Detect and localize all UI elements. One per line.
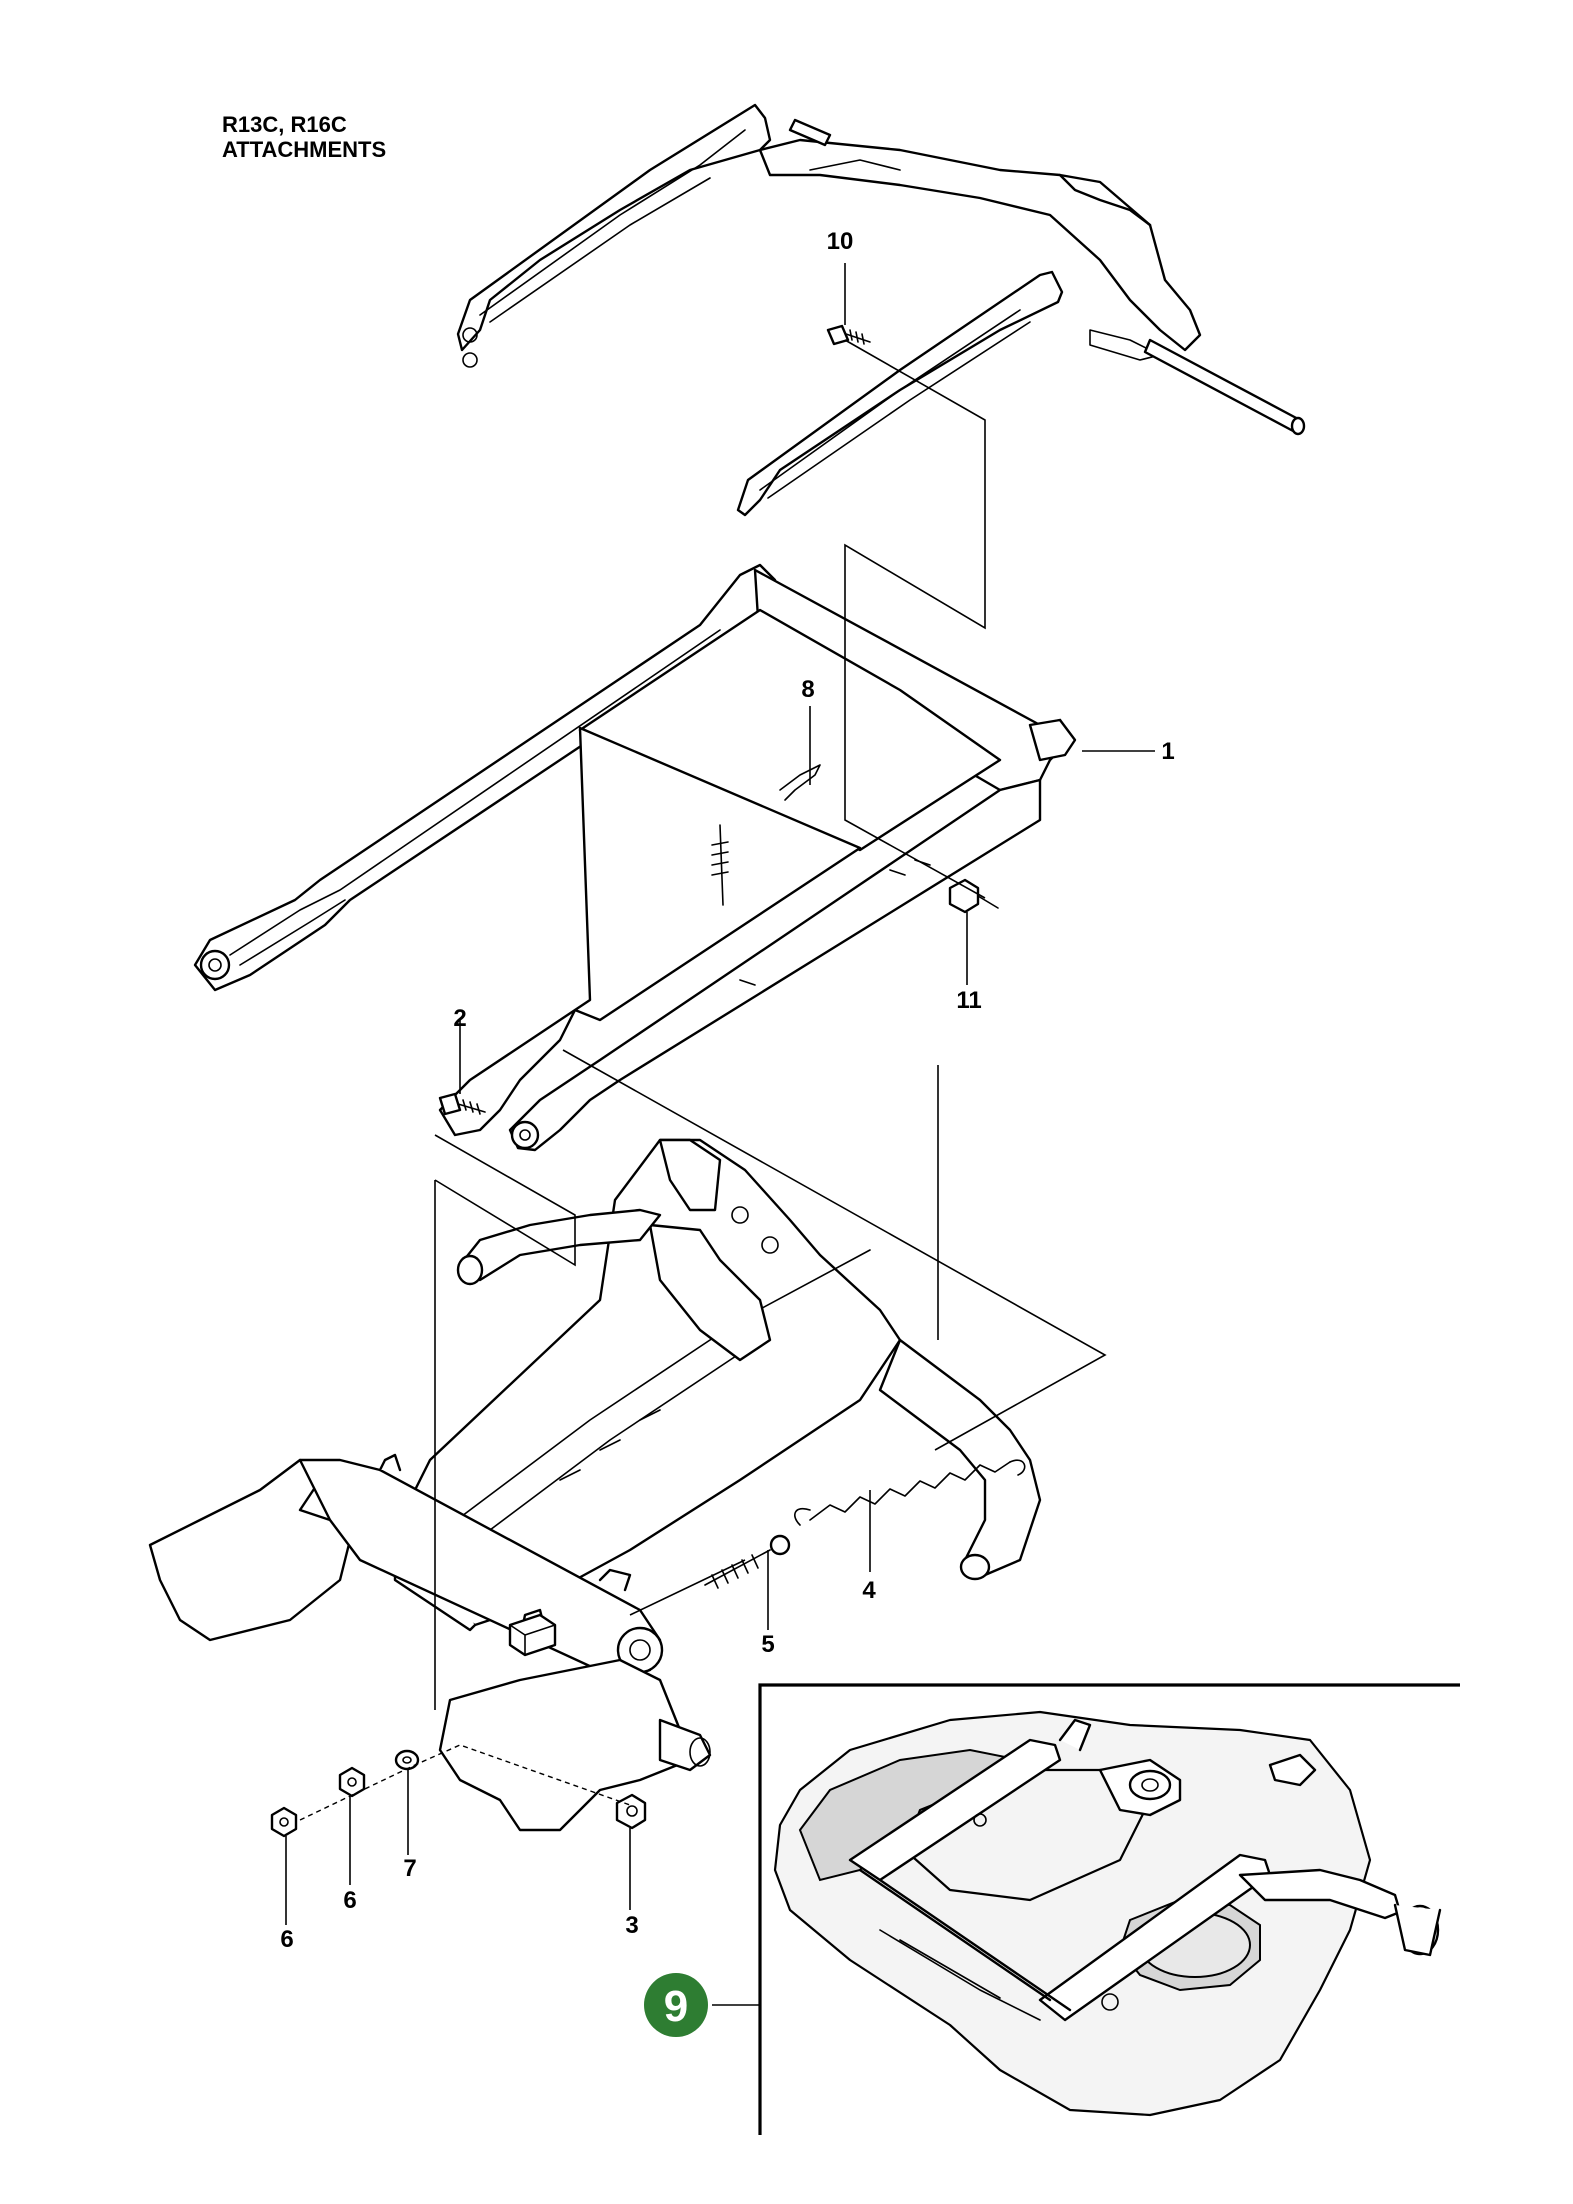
bolt-10 <box>826 324 871 346</box>
cotter-pin-8 <box>711 764 821 906</box>
callout-1: 1 <box>1161 738 1174 765</box>
callout-10: 10 <box>827 228 854 255</box>
reference-lines <box>299 339 1107 1821</box>
upper-rod <box>788 118 1306 436</box>
washer-7 <box>394 1749 420 1771</box>
callout-6-lower: 6 <box>280 1926 293 1953</box>
nut-6b <box>270 1806 298 1838</box>
callout-2: 2 <box>453 1005 466 1032</box>
spring-4 <box>794 1459 1026 1526</box>
callout-6-upper: 6 <box>343 1887 356 1914</box>
callout-labels: 10 8 1 11 2 4 5 7 6 6 3 <box>280 228 1174 1953</box>
upper-lift-arm-right <box>736 270 1064 517</box>
upper-lift-arm-left <box>456 103 772 368</box>
leader-lines <box>285 263 1155 2006</box>
inset-frame <box>758 1683 1460 2135</box>
lift-frame-1 <box>193 563 1077 1152</box>
callout-11: 11 <box>956 987 981 1014</box>
curved-tube <box>456 1208 1042 1581</box>
mower-deck-9 <box>773 1710 1442 2117</box>
nut-11 <box>948 878 999 914</box>
callout-3: 3 <box>625 1912 638 1939</box>
badge-9: 9 <box>644 1973 708 2037</box>
eyebolt-5 <box>704 1534 791 1589</box>
nut-3 <box>615 1793 647 1830</box>
callout-7: 7 <box>403 1855 416 1882</box>
front-axle <box>148 1453 712 1832</box>
nut-6a <box>338 1766 366 1798</box>
badge-label: 9 <box>664 1982 688 2031</box>
callout-8: 8 <box>801 676 814 703</box>
upper-lift-arm-crossbar <box>758 138 1202 361</box>
section-title: ATTACHMENTS <box>222 137 387 162</box>
bolt-2 <box>438 1092 486 1116</box>
block <box>508 1613 557 1657</box>
model-title: R13C, R16C <box>222 112 347 137</box>
title-block: R13C, R16C ATTACHMENTS <box>222 112 386 162</box>
callout-4: 4 <box>862 1577 876 1604</box>
callout-5: 5 <box>761 1631 774 1658</box>
